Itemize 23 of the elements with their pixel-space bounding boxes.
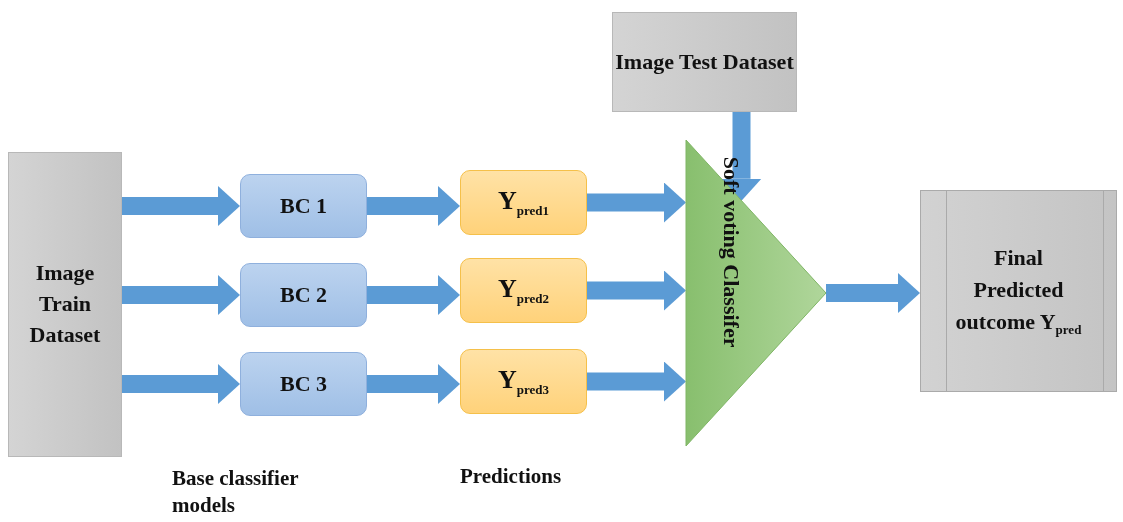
pred-box: Y$_{pred3}$ [460, 349, 587, 414]
pred-box: Y$_{pred2}$ [460, 258, 587, 323]
classifier-label: Soft voting Classifer [718, 155, 744, 350]
stage-caption: Base classifier models [172, 465, 300, 520]
block-arrow [122, 364, 240, 404]
block-arrow [122, 275, 240, 315]
final-box: Final Predicted outcome Y$_{pred}$ [920, 190, 1117, 392]
pred-box: Y$_{pred1}$ [460, 170, 587, 235]
block-arrow [826, 273, 920, 313]
block-arrow [367, 364, 460, 404]
model-box: BC 1 [240, 174, 367, 238]
model-box: BC 3 [240, 352, 367, 416]
block-arrow [367, 275, 460, 315]
model-box: BC 2 [240, 263, 367, 327]
block-arrow [721, 112, 762, 201]
block-arrow [122, 186, 240, 226]
stage-caption: Predictions [460, 463, 563, 490]
block-arrow [587, 182, 686, 223]
block-arrow [587, 270, 686, 311]
block-arrow [587, 361, 686, 402]
dataset-box: Image Test Dataset [612, 12, 797, 112]
dataset-box: Image Train Dataset [8, 152, 122, 457]
block-arrow [367, 186, 460, 226]
